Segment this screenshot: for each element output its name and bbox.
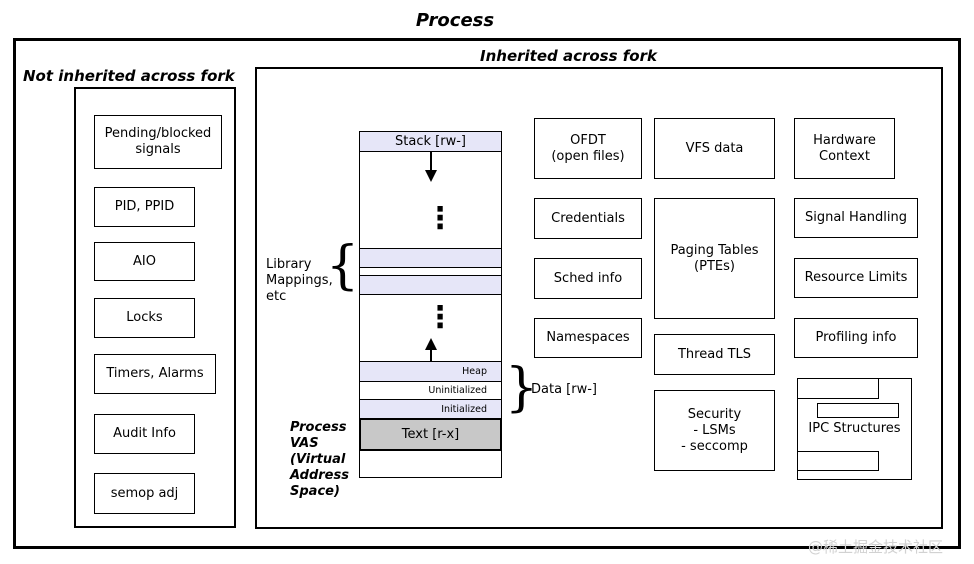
resource-limits-box: Resource Limits — [794, 258, 918, 298]
inherited-heading: Inherited across fork — [480, 47, 657, 65]
credentials-box: Credentials — [534, 198, 642, 239]
stack-growth-arrow-line — [430, 152, 432, 172]
stack-growth-arrow-head — [425, 170, 437, 182]
stack-segment: Stack [rw-] — [359, 131, 502, 152]
process-vas-caption: Process VAS (Virtual Address Space) — [290, 420, 349, 499]
ipc-inner-rect-middle — [817, 403, 899, 418]
library-mapping-2 — [359, 275, 502, 295]
audit-info-box: Audit Info — [94, 414, 195, 454]
initialized-segment: Initialized — [359, 399, 502, 419]
vfs-data-box: VFS data — [654, 118, 775, 179]
namespaces-box: Namespaces — [534, 318, 642, 358]
heap-ellipsis: ⋮ — [425, 300, 455, 335]
heap-growth-arrow-line — [430, 349, 432, 361]
locks-box: Locks — [94, 298, 195, 338]
profiling-info-box: Profiling info — [794, 318, 918, 358]
data-brace: } — [505, 358, 539, 418]
text-segment: Text [r-x] — [359, 418, 502, 451]
security-box: Security - LSMs - seccomp — [654, 390, 775, 471]
paging-tables-box: Paging Tables (PTEs) — [654, 198, 775, 319]
ipc-structures-frame — [797, 378, 912, 480]
ipc-structures-label: IPC Structures — [808, 421, 901, 436]
heap-growth-arrow-head — [425, 338, 437, 350]
pid-ppid-box: PID, PPID — [94, 187, 195, 227]
signal-handling-box: Signal Handling — [794, 198, 918, 238]
diagram-title: Process — [415, 10, 495, 31]
library-mapping-1 — [359, 248, 502, 268]
ipc-inner-rect-bottom — [797, 451, 879, 471]
uninitialized-segment: Uninitialized — [359, 381, 502, 400]
semop-adj-box: semop adj — [94, 473, 195, 514]
library-mappings-label: Library Mappings, etc — [266, 257, 333, 304]
stack-ellipsis: ⋮ — [425, 201, 455, 236]
thread-tls-box: Thread TLS — [654, 334, 775, 375]
heap-segment: Heap — [359, 361, 502, 382]
ofdt-box: OFDT (open files) — [534, 118, 642, 179]
not-inherited-frame — [74, 87, 236, 528]
inherited-frame — [255, 67, 943, 529]
ipc-inner-rect-top — [797, 378, 879, 399]
watermark-text: @稀土掘金技术社区 — [808, 538, 944, 556]
aio-box: AIO — [94, 242, 195, 281]
vas-bottom-segment — [359, 450, 502, 478]
sched-info-box: Sched info — [534, 258, 642, 299]
data-segment-label: Data [rw-] — [531, 382, 597, 397]
timers-alarms-box: Timers, Alarms — [94, 354, 216, 394]
library-brace: { — [326, 236, 360, 296]
hardware-context-box: Hardware Context — [794, 118, 895, 179]
pending-blocked-signals-box: Pending/blocked signals — [94, 115, 222, 169]
not-inherited-heading: Not inherited across fork — [23, 67, 235, 85]
process-frame — [13, 38, 961, 549]
